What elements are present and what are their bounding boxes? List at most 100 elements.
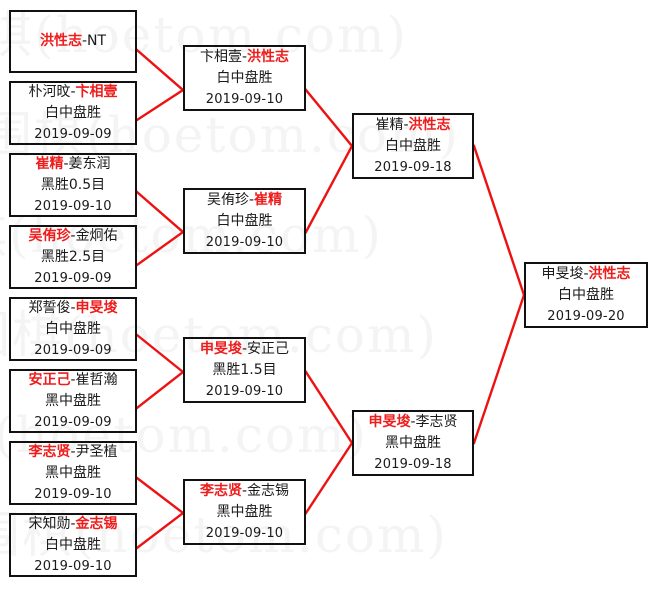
- winner-name: 申旻埈: [368, 413, 411, 430]
- pairing-r2m4: 李志贤-金志锡: [200, 481, 289, 502]
- pairing-r3m1: 崔精-洪性志: [375, 115, 450, 136]
- loser-name: NT: [87, 33, 107, 49]
- dash: -: [241, 48, 248, 65]
- match-box-r1m7[interactable]: 李志贤-尹圣植 黑中盘胜 2019-09-10: [9, 441, 137, 505]
- dash: -: [70, 443, 76, 460]
- pairing-r2m2: 吴侑珍-崔精: [207, 190, 282, 211]
- loser-name: 崔哲瀚: [75, 371, 118, 388]
- match-result: 黑中盘胜: [45, 392, 101, 409]
- loser-name: 安正己: [247, 340, 290, 357]
- match-box-r2m2[interactable]: 吴侑珍-崔精 白中盘胜 2019-09-10: [183, 188, 306, 254]
- loser-name: 金炯佑: [75, 227, 118, 244]
- winner-name: 崔精: [254, 191, 283, 208]
- dash: -: [410, 413, 416, 430]
- dash: -: [70, 371, 76, 388]
- loser-name: 郑誓俊: [28, 299, 71, 316]
- dash: -: [241, 340, 248, 357]
- match-result: 黑胜1.5目: [212, 361, 277, 378]
- match-result: 白中盘胜: [45, 104, 101, 121]
- dash: -: [241, 482, 248, 499]
- match-box-r4m1-final[interactable]: 申旻埈-洪性志 白中盘胜 2019-09-20: [524, 262, 648, 328]
- pairing-r1m8: 宋知勋-金志锡: [28, 514, 117, 535]
- match-result: 白中盘胜: [385, 137, 441, 154]
- match-box-r1m3[interactable]: 崔精-姜东润 黑胜0.5目 2019-09-10: [9, 153, 137, 217]
- pairing-r4m1: 申旻埈-洪性志: [541, 264, 630, 285]
- match-date: 2019-09-10: [205, 525, 284, 541]
- winner-name: 崔精: [35, 155, 64, 172]
- match-result: 白中盘胜: [558, 286, 614, 303]
- match-date: 2019-09-10: [34, 558, 112, 574]
- dash: -: [248, 191, 255, 208]
- loser-name: 朴河旼: [28, 83, 71, 100]
- match-box-r3m1[interactable]: 崔精-洪性志 白中盘胜 2019-09-18: [352, 113, 474, 179]
- match-date: 2019-09-10: [205, 234, 284, 250]
- dash: -: [403, 116, 409, 133]
- loser-name: 李志贤: [415, 413, 458, 430]
- dash: -: [63, 155, 69, 172]
- match-date: 2019-09-18: [374, 159, 452, 175]
- winner-name: 金志锡: [75, 515, 118, 532]
- winner-name: 洪性志: [588, 265, 631, 282]
- match-box-r1m2[interactable]: 朴河旼-卞相壹 白中盘胜 2019-09-09: [9, 81, 137, 145]
- winner-name: 卞相壹: [75, 83, 118, 100]
- match-date: 2019-09-09: [34, 414, 112, 430]
- loser-name: 姜东润: [68, 155, 111, 172]
- match-box-r1m4[interactable]: 吴侑珍-金炯佑 黑胜2.5目 2019-09-09: [9, 225, 137, 289]
- winner-name: 申旻埈: [199, 340, 242, 357]
- match-box-r1m6[interactable]: 安正己-崔哲瀚 黑中盘胜 2019-09-09: [9, 369, 137, 433]
- loser-name: 吴侑珍: [206, 191, 249, 208]
- match-date: 2019-09-10: [205, 91, 284, 107]
- pairing-r1m6: 安正己-崔哲瀚: [28, 370, 117, 391]
- match-date: 2019-09-20: [547, 308, 625, 324]
- dash: -: [583, 265, 589, 282]
- pairing-r1m5: 郑誓俊-申旻埈: [28, 298, 117, 319]
- winner-name: 李志贤: [199, 482, 242, 499]
- match-result: 黑中盘胜: [385, 434, 441, 451]
- dash: -: [70, 299, 76, 316]
- winner-name: 洪性志: [247, 48, 290, 65]
- match-result: 白中盘胜: [45, 536, 101, 553]
- match-box-r2m1[interactable]: 卞相壹-洪性志 白中盘胜 2019-09-10: [183, 45, 306, 111]
- match-date: 2019-09-18: [374, 456, 452, 472]
- match-date: 2019-09-09: [34, 270, 112, 286]
- pairing-r1m3: 崔精-姜东润: [35, 154, 110, 175]
- match-box-r1m8[interactable]: 宋知勋-金志锡 白中盘胜 2019-09-10: [9, 513, 137, 577]
- match-date: 2019-09-10: [34, 198, 112, 214]
- match-date: 2019-09-09: [34, 126, 112, 142]
- match-result: 黑胜2.5目: [40, 248, 106, 265]
- match-box-r2m3[interactable]: 申旻埈-安正己 黑胜1.5目 2019-09-10: [183, 337, 306, 403]
- loser-name: 卞相壹: [199, 48, 242, 65]
- match-result: 白中盘胜: [216, 69, 273, 86]
- pairing-r1m4: 吴侑珍-金炯佑: [28, 226, 117, 247]
- pairing-r2m3: 申旻埈-安正己: [200, 339, 289, 360]
- winner-name: 吴侑珍: [28, 227, 71, 244]
- pairing-r3m2: 申旻埈-李志贤: [368, 412, 457, 433]
- dash: -: [70, 83, 76, 100]
- pairing-r1m7: 李志贤-尹圣植: [28, 442, 117, 463]
- loser-name: 宋知勋: [28, 515, 71, 532]
- pairing-r2m1: 卞相壹-洪性志: [200, 47, 289, 68]
- loser-name: 尹圣植: [75, 443, 118, 460]
- winner-name: 申旻埈: [75, 299, 118, 316]
- match-date: 2019-09-09: [34, 342, 112, 358]
- winner-name: 李志贤: [28, 443, 71, 460]
- dash: -: [81, 33, 88, 49]
- match-box-r1m1[interactable]: 洪性志-NT: [9, 10, 137, 73]
- loser-name: 金志锡: [247, 482, 290, 499]
- match-box-r2m4[interactable]: 李志贤-金志锡 黑中盘胜 2019-09-10: [183, 479, 306, 545]
- match-result: 白中盘胜: [45, 320, 101, 337]
- match-result: 黑中盘胜: [216, 503, 273, 520]
- match-date: 2019-09-10: [205, 383, 284, 399]
- dash: -: [70, 515, 76, 532]
- match-box-r1m5[interactable]: 郑誓俊-申旻埈 白中盘胜 2019-09-09: [9, 297, 137, 361]
- match-result: 白中盘胜: [216, 212, 273, 229]
- match-result: 黑胜0.5目: [40, 176, 106, 193]
- match-box-r3m2[interactable]: 申旻埈-李志贤 黑中盘胜 2019-09-18: [352, 410, 474, 476]
- winner-name: 洪性志: [39, 33, 82, 49]
- winner-name: 洪性志: [408, 116, 451, 133]
- dash: -: [70, 227, 76, 244]
- loser-name: 申旻埈: [541, 265, 584, 282]
- winner-name: 安正己: [28, 371, 71, 388]
